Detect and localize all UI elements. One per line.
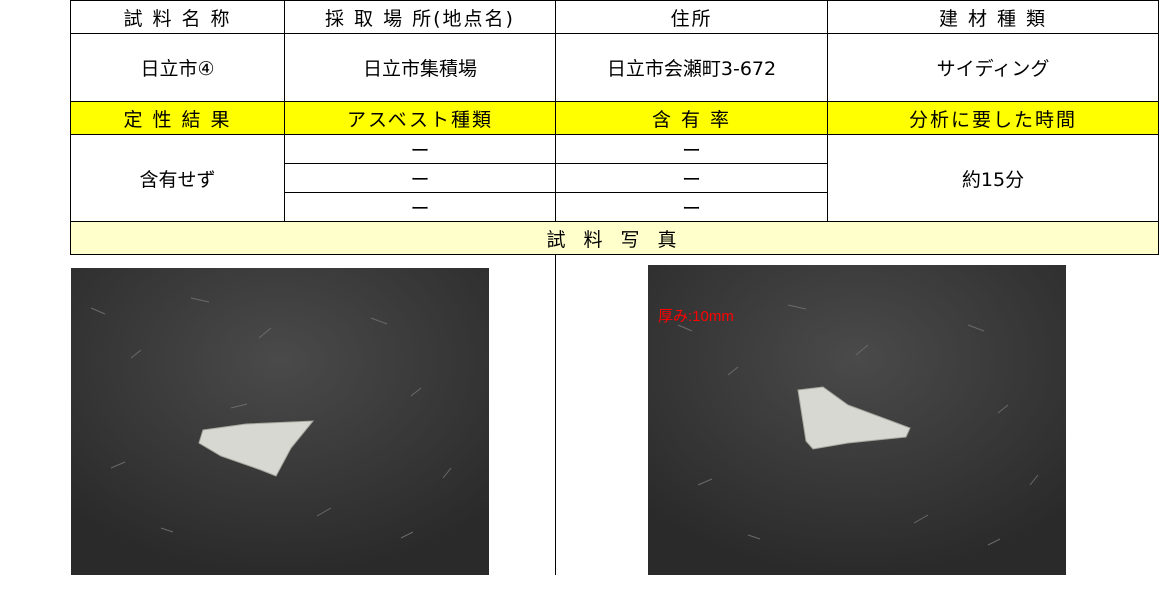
header-row-1: 試 料 名 称 採 取 場 所(地点名) 住所 建 材 種 類	[70, 0, 1159, 34]
asbestos-type-2: ー	[284, 163, 556, 193]
content-rate-2: ー	[555, 163, 828, 193]
header-content-rate: 含 有 率	[555, 101, 828, 135]
thickness-annotation: 厚み:10mm	[658, 308, 734, 325]
location-value: 日立市集積場	[284, 33, 556, 102]
photo-header: 試 料 写 真	[70, 221, 1159, 255]
info-row: 日立市④ 日立市集積場 日立市会瀬町3-672 サイディング	[70, 33, 1159, 102]
qualitative-result: 含有せず	[70, 134, 285, 222]
asbestos-type-3: ー	[284, 192, 556, 222]
result-row-2: ー ー	[71, 163, 1159, 193]
header-analysis-time: 分析に要した時間	[827, 101, 1159, 135]
result-row-1: 含有せず ー ー 約15分	[70, 134, 1159, 222]
sample-photo-left	[70, 268, 489, 575]
asbestos-type-1: ー	[284, 134, 556, 164]
photo-header-row: 試 料 写 真	[70, 221, 1159, 255]
photo-row: 厚み:10mm	[70, 254, 1159, 575]
header-row-2: 定 性 結 果 アスベスト種類 含 有 率 分析に要した時間	[70, 101, 1159, 135]
header-location: 採 取 場 所(地点名)	[284, 0, 556, 34]
header-sample-name: 試 料 名 称	[70, 0, 285, 34]
address-value: 日立市会瀬町3-672	[555, 33, 828, 102]
header-asbestos-type: アスベスト種類	[284, 101, 556, 135]
analysis-sheet: 試 料 名 称 採 取 場 所(地点名) 住所 建 材 種 類 日立市④ 日立市…	[70, 0, 1165, 598]
photo-cell-left	[70, 254, 556, 575]
result-table: 試 料 名 称 採 取 場 所(地点名) 住所 建 材 種 類 日立市④ 日立市…	[70, 0, 1159, 575]
material-value: サイディング	[827, 33, 1159, 102]
content-rate-3: ー	[555, 192, 828, 222]
photo-cell-right: 厚み:10mm	[555, 254, 1159, 575]
header-address: 住所	[555, 0, 828, 34]
header-material: 建 材 種 類	[827, 0, 1159, 34]
content-rate-1: ー	[555, 134, 828, 164]
sample-photo-right: 厚み:10mm	[648, 265, 1066, 575]
sample-name-value: 日立市④	[70, 33, 285, 102]
header-qualitative: 定 性 結 果	[70, 101, 285, 135]
analysis-time-value: 約15分	[827, 134, 1159, 222]
